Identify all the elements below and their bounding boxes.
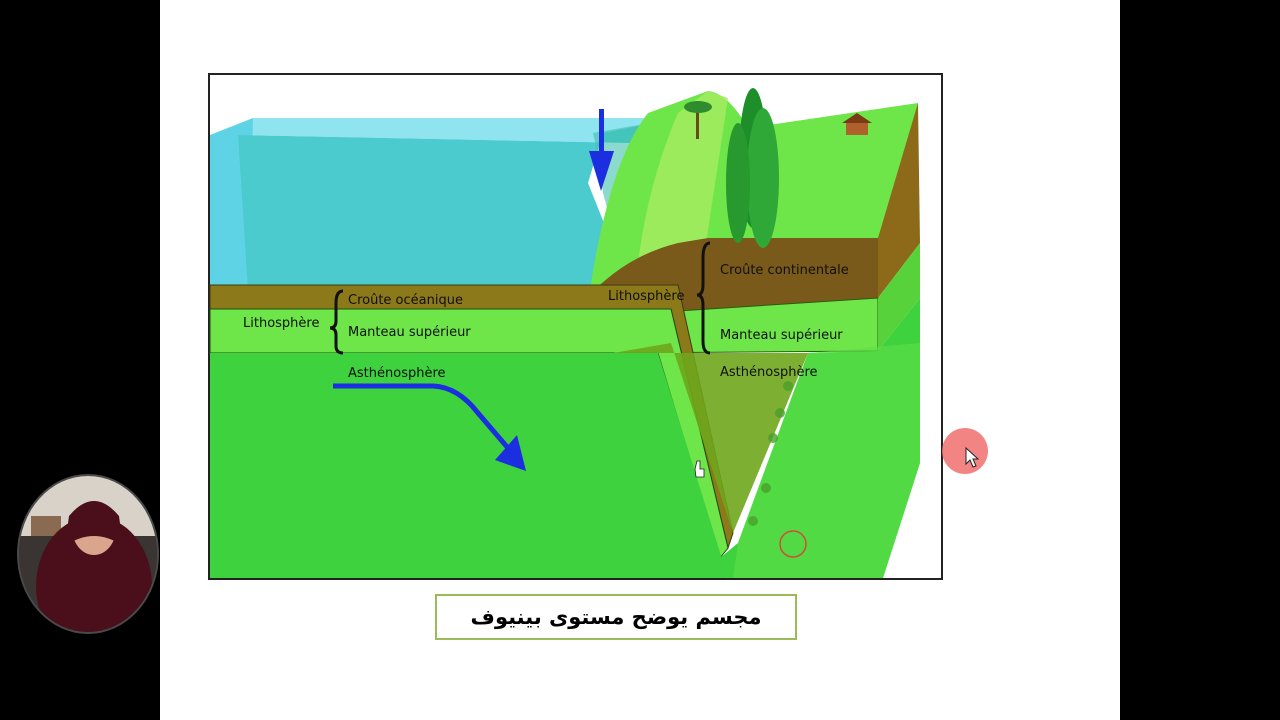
mouse-pointer-icon [965,447,979,468]
caption-box: مجسم يوضح مستوى بينيوف [435,594,797,640]
label-upper-mantle-right: Manteau supérieur [720,328,843,343]
label-lithosphere-left: Lithosphère [243,316,319,331]
palm-tree-icon [684,101,712,139]
subduction-down-arrow [589,109,614,191]
label-upper-mantle-left: Manteau supérieur [348,325,471,340]
presenter-webcam [17,474,159,634]
label-continental-crust: Croûte continentale [720,263,849,278]
ocean-surface [238,118,678,143]
hand-cursor-icon [694,460,705,478]
asthenosphere-flow-arrow [333,383,526,471]
label-asthenosphere-left: Asthénosphère [348,366,446,381]
asthenosphere-left [210,353,728,578]
wedge-region [613,343,808,533]
annotation-circle [779,530,807,558]
ocean-water [238,118,678,293]
lithosphere-left-brace [329,289,344,355]
benioff-plane-diagram: Croûte océanique Lithosphère Manteau sup… [208,73,943,580]
label-lithosphere-right: Lithosphère [608,289,684,304]
house-icon [842,113,872,135]
caption-text: مجسم يوضح مستوى بينيوف [470,605,762,629]
label-asthenosphere-right: Asthénosphère [720,365,818,380]
earthquake-foci [748,381,793,526]
lithosphere-right-brace [696,241,711,355]
forest-icon [726,88,779,248]
cursor-highlight [942,428,988,474]
label-oceanic-crust: Croûte océanique [348,293,463,308]
